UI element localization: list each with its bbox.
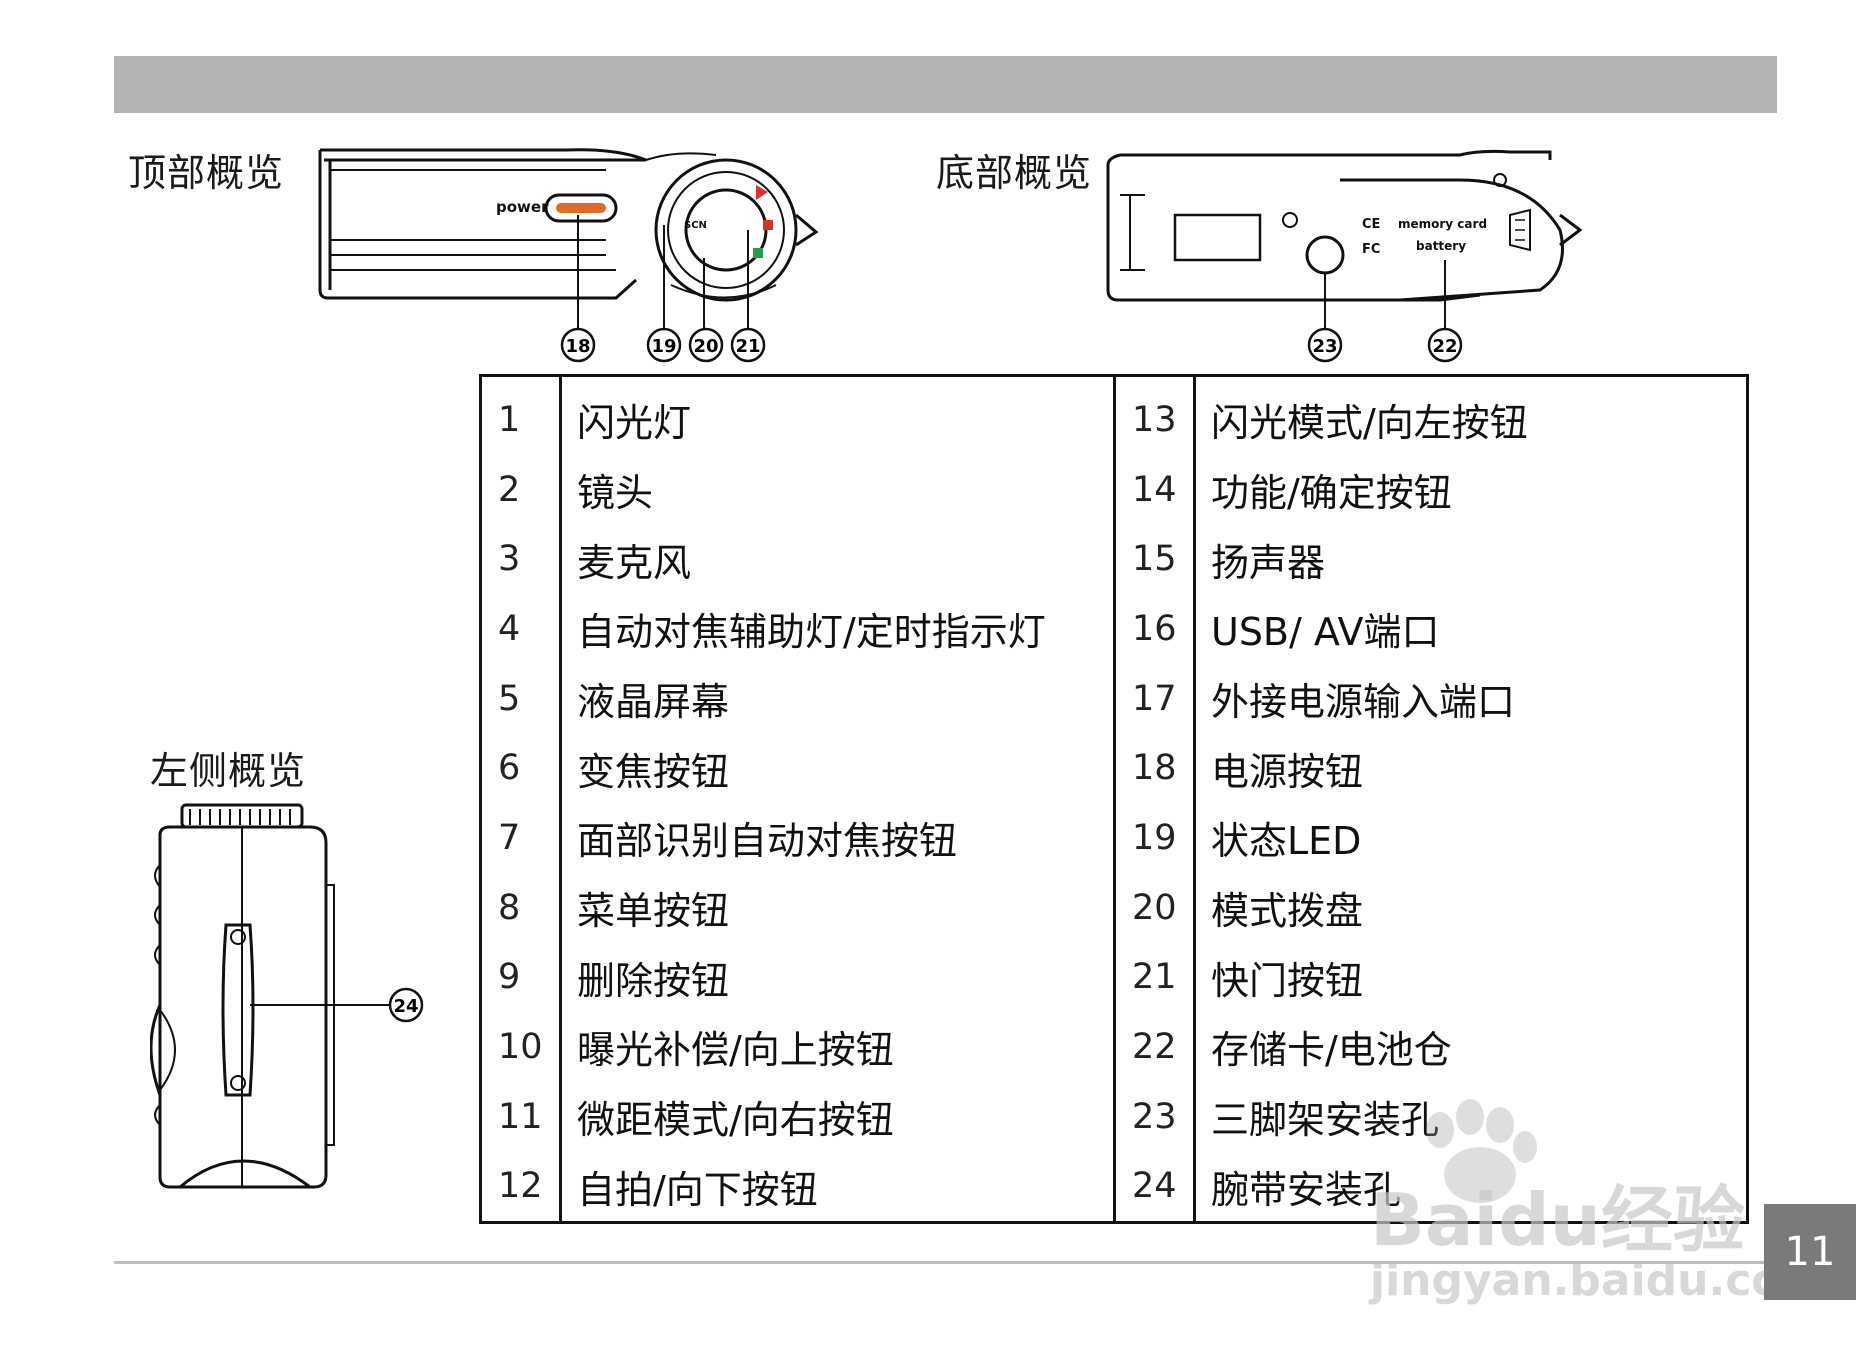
row-description: 闪光模式/向左按钮: [1211, 401, 1528, 446]
table-row: 12 自拍/向下按钮: [482, 1151, 1113, 1221]
row-description: 扬声器: [1211, 540, 1326, 585]
row-description: 状态LED: [1211, 819, 1362, 864]
table-row: 14 功能/确定按钮: [1116, 455, 1746, 525]
callout-18: 18: [565, 336, 590, 357]
row-number: 8: [498, 887, 521, 928]
row-number: 12: [498, 1166, 543, 1207]
row-number: 1: [498, 399, 521, 440]
camera-bottom-view-diagram: CE FC memory card battery 23 22: [1106, 149, 1583, 363]
row-description: 液晶屏幕: [577, 680, 730, 725]
callout-22: 22: [1432, 336, 1457, 357]
row-number: 4: [498, 608, 521, 649]
power-label: power: [496, 198, 549, 216]
row-number: 7: [498, 817, 521, 858]
row-description: 微距模式/向右按钮: [577, 1098, 894, 1143]
row-description: 面部识别自动对焦按钮: [577, 819, 958, 864]
header-bar: [114, 56, 1777, 113]
callout-19: 19: [651, 336, 676, 357]
row-number: 17: [1132, 678, 1177, 719]
table-row: 4 自动对焦辅助灯/定时指示灯: [482, 594, 1113, 664]
row-description: 闪光灯: [577, 401, 692, 446]
callout-23: 23: [1312, 336, 1337, 357]
table-row: 24 腕带安装孔: [1116, 1151, 1746, 1221]
row-number: 13: [1132, 399, 1177, 440]
table-row: 3 麦克风: [482, 524, 1113, 594]
row-number: 14: [1132, 469, 1177, 510]
row-number: 11: [498, 1096, 543, 1137]
table-row: 1 闪光灯: [482, 385, 1113, 455]
row-description: 自动对焦辅助灯/定时指示灯: [577, 610, 1046, 655]
row-number: 19: [1132, 817, 1177, 858]
row-description: USB/ AV端口: [1211, 610, 1440, 655]
row-description: 三脚架安装孔: [1211, 1098, 1440, 1143]
table-row: 13 闪光模式/向左按钮: [1116, 385, 1746, 455]
table-row: 10 曝光补偿/向上按钮: [482, 1012, 1113, 1082]
row-number: 22: [1132, 1026, 1177, 1067]
row-number: 24: [1132, 1166, 1177, 1207]
parts-table-left-column: 1 闪光灯 2 镜头 3 麦克风 4 自动对焦辅助灯/定时指示灯 5 液晶屏幕 6 变焦按钮…: [482, 377, 1116, 1221]
top-view-title: 顶部概览: [128, 151, 285, 195]
page-number: 11: [1764, 1204, 1856, 1300]
footer-rule: [114, 1261, 1764, 1264]
table-row: 23 三脚架安装孔: [1116, 1082, 1746, 1152]
row-number: 21: [1132, 957, 1177, 998]
row-number: 18: [1132, 748, 1177, 789]
table-row: 19 状态LED: [1116, 803, 1746, 873]
camera-left-view-diagram: 24: [150, 803, 424, 1189]
row-number: 5: [498, 678, 521, 719]
callout-20: 20: [693, 336, 718, 357]
row-description: 外接电源输入端口: [1211, 680, 1516, 725]
camera-top-view-diagram: power SCN 18 19 20 21: [318, 148, 819, 363]
table-row: 2 镜头: [482, 455, 1113, 525]
row-number: 2: [498, 469, 521, 510]
table-row: 6 变焦按钮: [482, 733, 1113, 803]
svg-text:SCN: SCN: [684, 220, 707, 231]
table-row: 21 快门按钮: [1116, 942, 1746, 1012]
left-view-title: 左侧概览: [150, 749, 307, 793]
row-number: 9: [498, 957, 521, 998]
table-row: 9 删除按钮: [482, 942, 1113, 1012]
row-description: 快门按钮: [1211, 958, 1364, 1003]
battery-label: battery: [1416, 239, 1466, 253]
parts-table: 1 闪光灯 2 镜头 3 麦克风 4 自动对焦辅助灯/定时指示灯 5 液晶屏幕 6 变焦按钮…: [479, 374, 1749, 1224]
bottom-view-title: 底部概览: [936, 151, 1093, 195]
table-row: 7 面部识别自动对焦按钮: [482, 803, 1113, 873]
row-description: 删除按钮: [577, 958, 730, 1003]
row-number: 10: [498, 1026, 543, 1067]
row-number: 23: [1132, 1096, 1177, 1137]
ce-mark: CE: [1362, 217, 1380, 232]
row-description: 模式拨盘: [1211, 889, 1364, 934]
table-row: 20 模式拨盘: [1116, 873, 1746, 943]
row-description: 功能/确定按钮: [1211, 471, 1452, 515]
row-number: 20: [1132, 887, 1177, 928]
row-description: 曝光补偿/向上按钮: [577, 1028, 894, 1073]
callout-group-top: 18 19 20 21: [560, 327, 766, 363]
row-number: 16: [1132, 608, 1177, 649]
table-row: 5 液晶屏幕: [482, 664, 1113, 734]
fc-mark: FC: [1362, 242, 1380, 257]
table-row: 18 电源按钮: [1116, 733, 1746, 803]
callout-24: 24: [393, 996, 418, 1017]
table-row: 22 存储卡/电池仓: [1116, 1012, 1746, 1082]
table-row: 8 菜单按钮: [482, 873, 1113, 943]
row-description: 镜头: [577, 471, 654, 515]
row-description: 麦克风: [577, 540, 692, 585]
row-number: 15: [1132, 539, 1177, 580]
row-description: 变焦按钮: [577, 749, 730, 794]
row-description: 自拍/向下按钮: [577, 1167, 818, 1212]
row-number: 6: [498, 748, 521, 789]
table-row: 16 USB/ AV端口: [1116, 594, 1746, 664]
table-row: 15 扬声器: [1116, 524, 1746, 594]
row-number: 3: [498, 539, 521, 580]
row-description: 腕带安装孔: [1211, 1167, 1402, 1212]
row-description: 菜单按钮: [577, 889, 730, 934]
memory-card-label: memory card: [1398, 217, 1487, 231]
table-row: 11 微距模式/向右按钮: [482, 1082, 1113, 1152]
row-description: 电源按钮: [1211, 749, 1364, 794]
row-description: 存储卡/电池仓: [1211, 1028, 1452, 1073]
callout-21: 21: [735, 336, 760, 357]
table-row: 17 外接电源输入端口: [1116, 664, 1746, 734]
